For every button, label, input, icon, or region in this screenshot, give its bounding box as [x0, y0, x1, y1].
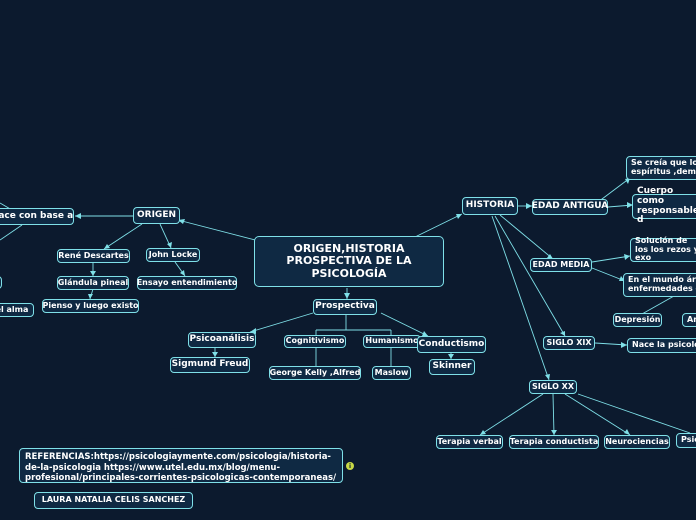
- mundo-arabe-node[interactable]: En el mundo ára enfermedades d: [623, 273, 696, 297]
- cuerpo-responsable-node[interactable]: Cuerpo como responsable d: [632, 186, 696, 225]
- prospectiva-node[interactable]: Prospectiva: [313, 299, 377, 315]
- nace-psicologia-node[interactable]: Nace la psicolog: [627, 338, 696, 353]
- historia-node[interactable]: HISTORIA: [462, 197, 518, 215]
- terapia-conductista-node[interactable]: Terapia conductista: [509, 435, 599, 449]
- psicoanalisis-node[interactable]: Psicoanálisis: [188, 332, 256, 348]
- central-topic-node[interactable]: ORIGEN,HISTORIA PROSPECTIVA DE LA PSICOL…: [254, 236, 444, 287]
- an-partial-node[interactable]: An: [682, 313, 696, 327]
- rene-descartes-node[interactable]: René Descartes: [57, 249, 130, 263]
- solucion-node[interactable]: Solución de los los rezos y exo: [630, 236, 696, 262]
- glandula-pineal-node[interactable]: Glándula pineal: [57, 276, 129, 290]
- depresion-node[interactable]: Depresión: [613, 313, 662, 327]
- siglo-xx-node[interactable]: SIGLO XX: [529, 380, 577, 394]
- conductismo-node[interactable]: Conductismo: [417, 336, 486, 353]
- se-creia-node[interactable]: Se creía que los espíritus ,demo: [626, 156, 696, 180]
- note-icon[interactable]: i: [346, 462, 354, 470]
- siglo-xix-node[interactable]: SIGLO XIX: [543, 336, 595, 350]
- edad-media-node[interactable]: EDAD MEDIA: [530, 258, 592, 272]
- origen-node[interactable]: ORIGEN: [133, 207, 180, 224]
- references-node[interactable]: REFERENCIAS:https://psicologiaymente.com…: [19, 448, 343, 483]
- nace-con-base-node[interactable]: Nace con base a: [0, 208, 74, 225]
- edad-antigua-node[interactable]: EDAD ANTIGUA: [532, 199, 608, 215]
- neurociencias-node[interactable]: Neurociencias: [604, 435, 670, 449]
- psic-partial-node[interactable]: Psic: [676, 433, 696, 448]
- ensayo-entendimiento-node[interactable]: Ensayo entendimiento: [137, 276, 237, 290]
- el-alma-node[interactable]: el alma: [0, 303, 34, 317]
- pienso-existo-node[interactable]: Pienso y luego existo: [42, 299, 139, 313]
- author-node[interactable]: LAURA NATALIA CELIS SANCHEZ: [34, 492, 193, 509]
- humanismo-node[interactable]: Humanismo: [363, 335, 421, 348]
- george-kelly-node[interactable]: George Kelly ,Alfred: [269, 366, 361, 380]
- skinner-node[interactable]: Skinner: [429, 359, 475, 375]
- terapia-verbal-node[interactable]: Terapia verbal: [436, 435, 503, 449]
- cognitivismo-node[interactable]: Cognitivismo: [284, 335, 346, 348]
- maslow-node[interactable]: Maslow: [372, 366, 411, 380]
- sigmund-freud-node[interactable]: Sigmund Freud: [170, 357, 250, 373]
- john-locke-node[interactable]: John Locke: [146, 248, 200, 262]
